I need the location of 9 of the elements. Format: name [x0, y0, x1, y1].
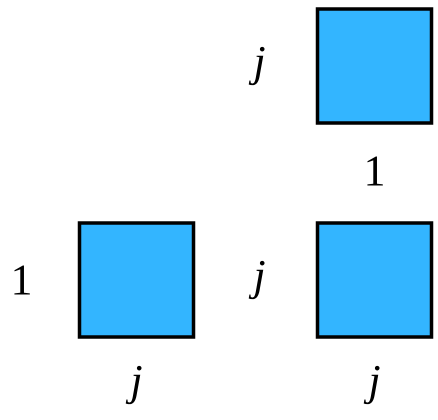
square — [78, 221, 196, 339]
side-label: 1 — [14, 266, 30, 294]
square — [316, 7, 434, 125]
side-label: j — [364, 366, 380, 404]
side-label: j — [248, 46, 265, 86]
side-label: j — [126, 366, 142, 404]
side-label: j — [248, 260, 265, 300]
square — [316, 221, 434, 339]
side-label: 1 — [367, 156, 383, 186]
